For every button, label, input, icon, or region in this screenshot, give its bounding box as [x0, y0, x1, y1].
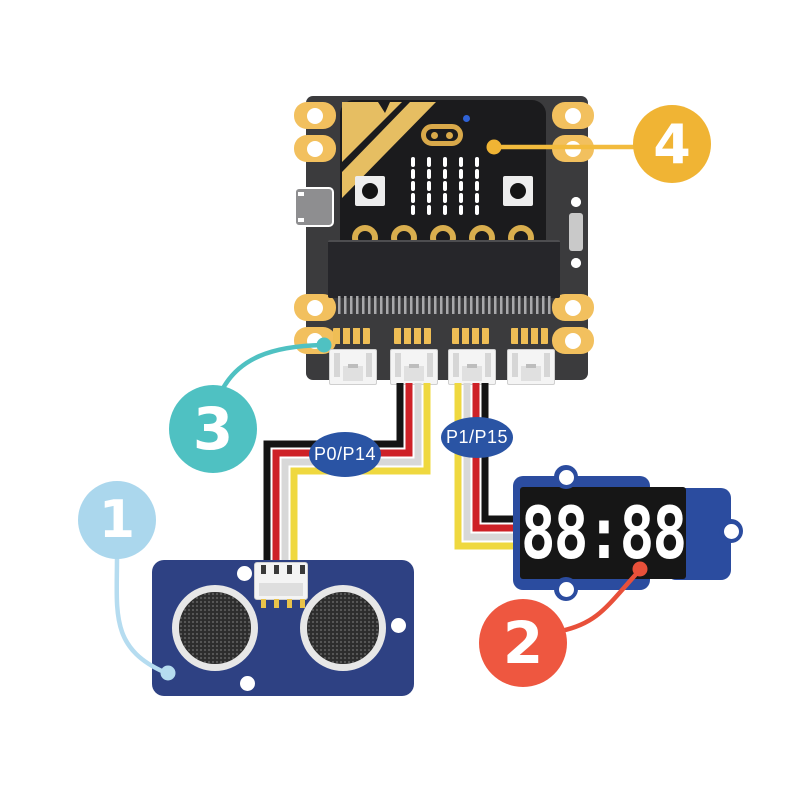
- ear-hole: [307, 140, 323, 157]
- callout-badge-4: 4: [633, 105, 711, 183]
- board-hole: [571, 258, 581, 268]
- solder-pads: [511, 328, 548, 344]
- grove-port-p1: [448, 349, 496, 385]
- status-led: [463, 115, 470, 122]
- mounting-hole: [240, 676, 255, 691]
- logo-dot: [431, 132, 438, 139]
- connector-pin: [287, 599, 292, 608]
- edge-connector: [328, 240, 560, 298]
- transducer: [172, 585, 258, 671]
- callout-number: 2: [502, 609, 544, 677]
- mounting-hole: [558, 469, 574, 485]
- callout-number: 4: [653, 112, 691, 176]
- ear-hole: [307, 299, 323, 316]
- wire-black-left: [263, 383, 404, 572]
- connector-pin: [274, 599, 279, 608]
- button-dot: [362, 183, 378, 199]
- mounting-hole: [237, 566, 252, 581]
- transducer: [300, 585, 386, 671]
- grove-port-p0: [390, 349, 438, 385]
- mounting-hole: [558, 581, 574, 597]
- ear-hole: [565, 332, 581, 349]
- pin-header: [338, 296, 552, 314]
- power-switch: [569, 213, 583, 251]
- wire-yellow-left: [290, 383, 431, 572]
- solder-pads: [452, 328, 489, 344]
- mounting-ear: [294, 102, 336, 129]
- grove-port: [329, 349, 377, 385]
- wire-label-p1-p15: P1/P15: [441, 417, 513, 458]
- button-a: [355, 176, 385, 206]
- ear-hole: [565, 299, 581, 316]
- board-hole: [571, 197, 581, 207]
- ear-hole: [565, 107, 581, 124]
- mounting-ear: [552, 327, 594, 354]
- solder-pads: [394, 328, 431, 344]
- solder-pads: [333, 328, 370, 344]
- callout-badge-1: 1: [78, 481, 156, 559]
- mounting-ear: [552, 135, 594, 162]
- mounting-ear: [294, 135, 336, 162]
- ear-hole: [307, 332, 323, 349]
- touch-logo: [421, 124, 463, 146]
- usb-port: [294, 187, 334, 227]
- button-dot: [510, 183, 526, 199]
- callout-badge-2: 2: [479, 599, 567, 687]
- mounting-ear: [552, 102, 594, 129]
- wire-white-left: [281, 383, 422, 572]
- callout-badge-3: 3: [169, 385, 257, 473]
- callout-number: 3: [192, 395, 234, 463]
- wire-label-p0-p14: P0/P14: [309, 432, 381, 477]
- wire-label-text: P1/P15: [445, 427, 509, 447]
- wire-red-left: [272, 383, 413, 572]
- grove-port: [507, 349, 555, 385]
- display-screen: 88:88: [520, 487, 688, 579]
- sensor-connector: [254, 562, 308, 600]
- logo-dot: [446, 132, 453, 139]
- ear-hole: [565, 140, 581, 157]
- mounting-hole: [723, 523, 739, 539]
- connector-pin: [300, 599, 305, 608]
- ear-hole: [307, 107, 323, 124]
- mounting-ear: [294, 294, 336, 321]
- wire-label-text: P0/P14: [313, 444, 377, 464]
- led-matrix: [411, 157, 479, 215]
- button-b: [503, 176, 533, 206]
- connector-pin: [261, 599, 266, 608]
- mounting-ear: [552, 294, 594, 321]
- mounting-hole: [391, 618, 406, 633]
- callout-number: 1: [98, 490, 136, 550]
- corner-decor: [342, 102, 436, 198]
- display-value: 88:88: [520, 490, 688, 576]
